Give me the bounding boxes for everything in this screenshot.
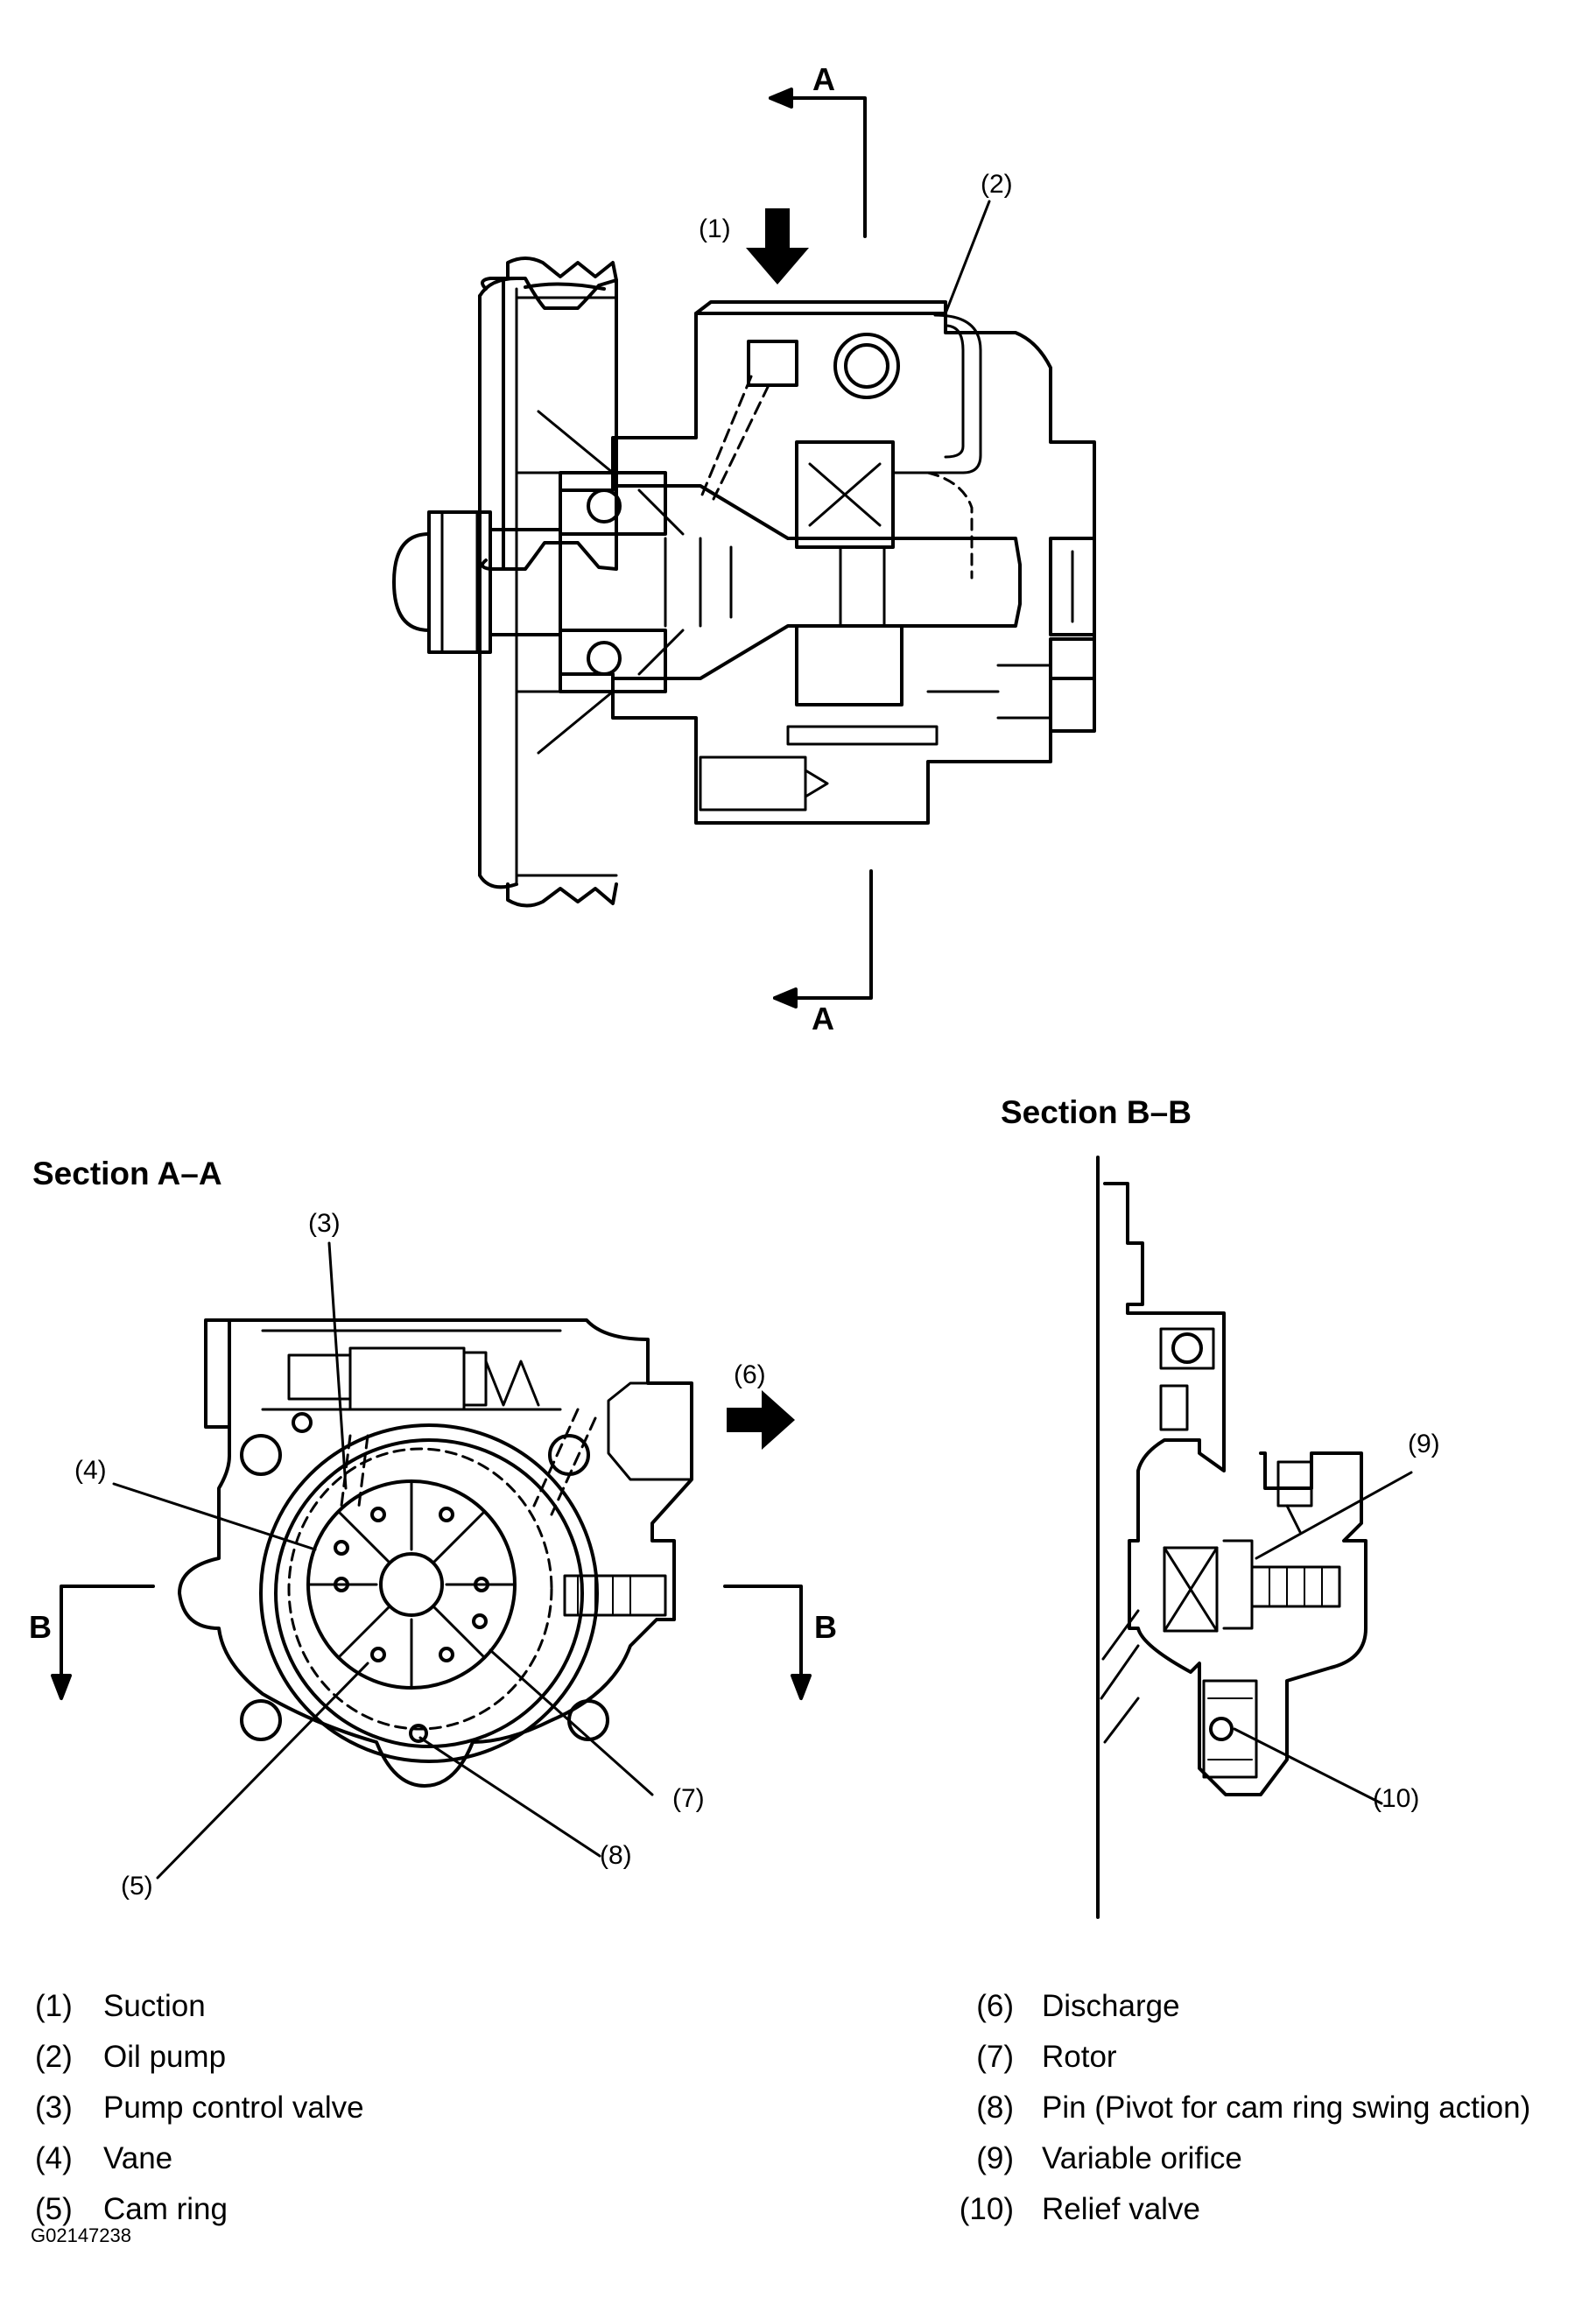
callout-2: (2) [981, 170, 1013, 199]
legend-item: (5) Cam ring [35, 2184, 364, 2235]
legend-label: Relief valve [1042, 2192, 1200, 2226]
legend-number: (6) [976, 1989, 1014, 2023]
section-mark-a-bottom: A [812, 1001, 834, 1037]
legend-item: (8) Pin (Pivot for cam ring swing action) [926, 2083, 1530, 2133]
legend-item: (1) Suction [35, 1981, 364, 2032]
callout-4: (4) [74, 1456, 107, 1485]
callout-10: (10) [1373, 1784, 1420, 1813]
legend-item: (6) Discharge [926, 1981, 1530, 2032]
section-a-a-view [51, 1241, 812, 1880]
legend-number: (5) [35, 2192, 73, 2226]
legend-number: (8) [976, 2091, 1014, 2125]
callout-3: (3) [308, 1209, 341, 1238]
legend-label: Rotor [1042, 2040, 1117, 2074]
legend-item: (4) Vane [35, 2133, 364, 2184]
legend-number: (4) [35, 2141, 73, 2175]
section-a-a-title: Section A–A [32, 1156, 222, 1191]
legend-item: (9) Variable orifice [926, 2133, 1530, 2184]
legend-label: Pin (Pivot for cam ring swing action) [1042, 2091, 1531, 2125]
legend-item: (3) Pump control valve [35, 2083, 364, 2133]
section-mark-a-top: A [812, 61, 835, 97]
legend-label: Variable orifice [1042, 2141, 1242, 2175]
legend-item: (7) Rotor [926, 2032, 1530, 2083]
legend-left: (1) Suction (2) Oil pump (3) Pump control v… [35, 1981, 364, 2235]
legend-label: Discharge [1042, 1989, 1180, 2023]
callout-7: (7) [672, 1784, 705, 1813]
legend-number: (2) [35, 2040, 73, 2074]
section-b-b-view [1096, 1156, 1413, 1919]
legend-number: (9) [976, 2141, 1014, 2175]
legend-number: (1) [35, 1989, 73, 2023]
legend-item: (10) Relief valve [926, 2184, 1530, 2235]
legend-number: (3) [35, 2091, 73, 2125]
callout-5: (5) [121, 1872, 153, 1901]
legend-label: Pump control valve [103, 2091, 364, 2125]
legend-label: Vane [103, 2141, 173, 2175]
section-b-b-title: Section B–B [1001, 1094, 1192, 1130]
legend-item: (2) Oil pump [35, 2032, 364, 2083]
legend-label: Suction [103, 1989, 206, 2023]
legend-label: Oil pump [103, 2040, 227, 2074]
legend-number: (10) [959, 2192, 1014, 2226]
callout-1: (1) [699, 214, 731, 243]
legend-number: (7) [976, 2040, 1014, 2074]
section-mark-b-left: B [29, 1609, 52, 1645]
callout-6: (6) [734, 1360, 766, 1389]
legend-right: (6) Discharge (7) Rotor (8) Pin (Pivot for … [926, 1981, 1531, 2235]
legend-label: Cam ring [103, 2192, 228, 2226]
section-mark-b-right: B [814, 1609, 837, 1645]
pump-side-view [392, 88, 1096, 1008]
callout-9: (9) [1408, 1430, 1440, 1458]
callout-8: (8) [600, 1841, 632, 1870]
figure-code: G02147238 [31, 2224, 131, 2246]
